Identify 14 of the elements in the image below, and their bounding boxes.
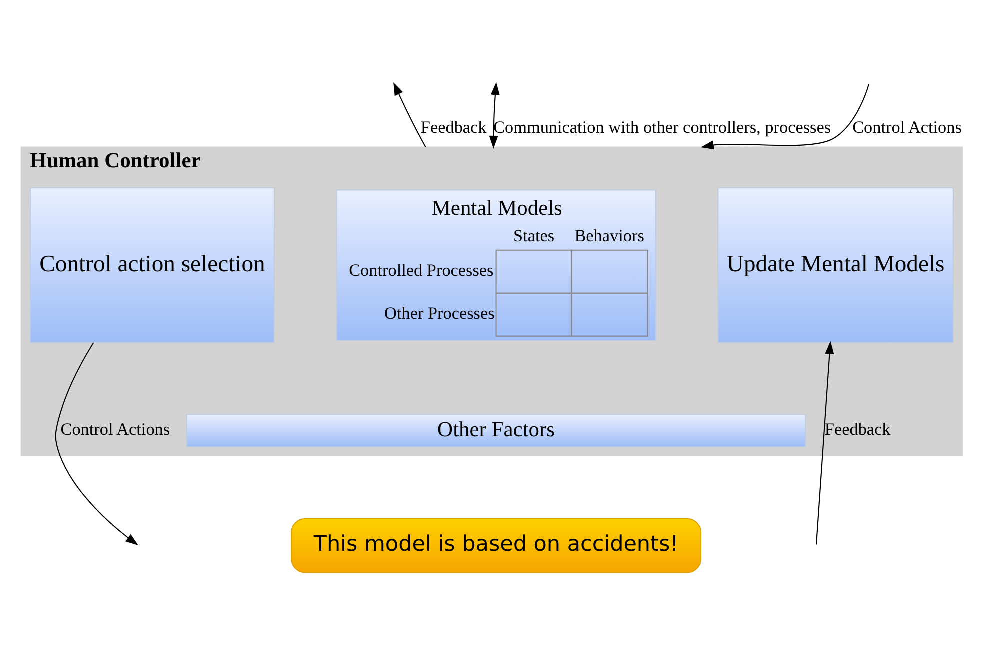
node-box: Other Factors (186, 414, 806, 448)
node-box: This model is based on accidents! (291, 518, 702, 574)
arrow (700, 84, 870, 150)
edge-label: Feedback (824, 420, 891, 439)
node-box: Update Mental Models (718, 188, 954, 344)
edge-label: Feedback (420, 118, 487, 138)
edge-label: Control Actions (852, 118, 962, 138)
arrow (489, 82, 500, 149)
arrow (816, 341, 834, 545)
node-box: Control action selection (30, 188, 275, 344)
node-box: Mental Models States Behaviors Controlled Processes Other Processes (336, 190, 656, 342)
edge-label: Control Actions (60, 420, 170, 439)
arrow (55, 342, 139, 546)
arrow (394, 82, 426, 148)
